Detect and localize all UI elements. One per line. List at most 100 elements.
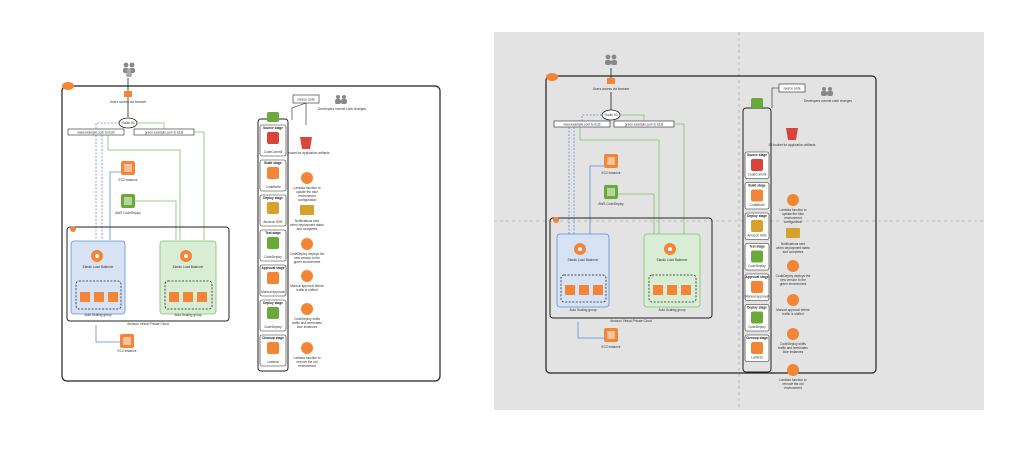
note-text: traffic and terminates <box>778 346 808 350</box>
lambda-icon <box>787 294 799 306</box>
stage-sublabel: Lambda <box>751 356 763 360</box>
users-icon <box>605 54 617 65</box>
stage-sublabel: CodeDeploy <box>748 325 766 329</box>
stage-sublabel: Amazon SNS <box>747 234 766 238</box>
note-text: configuration <box>784 220 802 224</box>
stage-icon <box>751 250 763 263</box>
stage-label: Test stage <box>265 231 281 235</box>
stage-sublabel: CodeBuild <box>266 185 281 189</box>
stage-sublabel: CodeDeploy <box>748 264 766 268</box>
green-asg-label: Auto Scaling group <box>659 308 686 312</box>
developer-icon <box>821 87 833 96</box>
stage-label: Approval stage <box>745 275 768 279</box>
ec2-bottom-label: EC2 instance <box>602 345 621 349</box>
note-text: Notifications sent <box>781 242 805 246</box>
stage-icon <box>751 281 763 293</box>
note-text: remove the old <box>782 382 803 386</box>
stage-label: Cleanup stage <box>262 336 284 340</box>
green-instance <box>667 285 677 295</box>
note-text: update the blue <box>296 190 318 194</box>
stage-sublabel: CodeBuild <box>750 203 765 207</box>
pipeline-frame <box>742 107 772 373</box>
ec2-top-label: EC2 instance <box>119 178 138 182</box>
blue-lb-label: Elastic Load Balancer <box>83 265 115 269</box>
stage-label: Build stage <box>264 161 281 165</box>
lambda-icon <box>301 303 313 315</box>
s3-caption: S3 bucket for application artifacts <box>283 151 330 155</box>
stage-icon <box>751 220 763 232</box>
dns-record-left-label: www.example.com to ELB <box>563 123 600 127</box>
note-text: green environment <box>780 282 807 286</box>
elb-icon <box>91 250 103 262</box>
stage-icon <box>751 342 763 354</box>
green-instance <box>197 292 207 302</box>
route53-label: Route 53 <box>122 121 135 125</box>
ec2-icon <box>121 161 135 175</box>
blue-instance <box>108 292 118 302</box>
note-text: update the blue <box>782 212 804 216</box>
dns-record-right-label: green.example.com to ELB <box>145 131 183 135</box>
architecture-diagram-canvas: Users access via browser Route 53 www.ex… <box>494 32 984 410</box>
lambda-icon <box>787 194 799 206</box>
ec2-icon <box>120 334 134 348</box>
s3-caption: S3 bucket for application artifacts <box>769 143 816 147</box>
note-text: remove the old <box>296 360 317 364</box>
note-text: environment <box>298 194 316 198</box>
green-asg <box>164 280 213 310</box>
s3-icon <box>786 128 798 140</box>
stage-icon <box>267 132 279 144</box>
lambda-icon <box>301 342 313 354</box>
note-text: environment <box>298 364 316 368</box>
note-text: traffic is shifted <box>782 312 803 316</box>
blue-lb-label: Elastic Load Balancer <box>568 258 600 262</box>
codedeploy-label: AWS CodeDeploy <box>598 202 624 206</box>
ec2-bottom-label: EC2 instance <box>118 349 137 353</box>
dns-record-left-label: www.example.com to ELB <box>77 131 114 135</box>
note-text: green environment <box>294 260 321 264</box>
developer-icon <box>335 95 347 104</box>
stage-label: Approval stage <box>261 266 284 270</box>
note-text: configuration <box>298 198 316 202</box>
green-instance <box>183 292 193 302</box>
note-text: Manual approval before <box>290 284 324 288</box>
dns-record-right-label: green.example.com to ELB <box>625 123 663 127</box>
stage-icon <box>267 167 279 179</box>
elb-icon <box>664 243 676 255</box>
lambda-icon <box>301 172 313 184</box>
blue-instance <box>579 285 589 295</box>
codedeploy-icon <box>121 194 135 208</box>
elb-icon <box>180 250 192 262</box>
vpc-frame <box>66 226 230 322</box>
note-text: new version to the <box>780 278 806 282</box>
stage-label: Cleanup stage <box>746 336 768 340</box>
stage-sublabel: CodeDeploy <box>264 255 282 259</box>
note-text: Lambda function to <box>293 356 320 360</box>
blue-instance <box>80 292 90 302</box>
elb-icon <box>574 243 586 255</box>
stage-sublabel: Lambda <box>267 360 279 364</box>
green-instance <box>169 292 179 302</box>
source-code-label: source code <box>783 87 801 91</box>
aws-cloud-frame <box>61 85 441 382</box>
sns-icon <box>300 205 314 215</box>
stage-label: Test stage <box>749 245 765 249</box>
developer-caption: Developers commit code changes <box>318 107 366 111</box>
router-icon <box>607 78 615 84</box>
note-text: and completes <box>297 227 318 231</box>
